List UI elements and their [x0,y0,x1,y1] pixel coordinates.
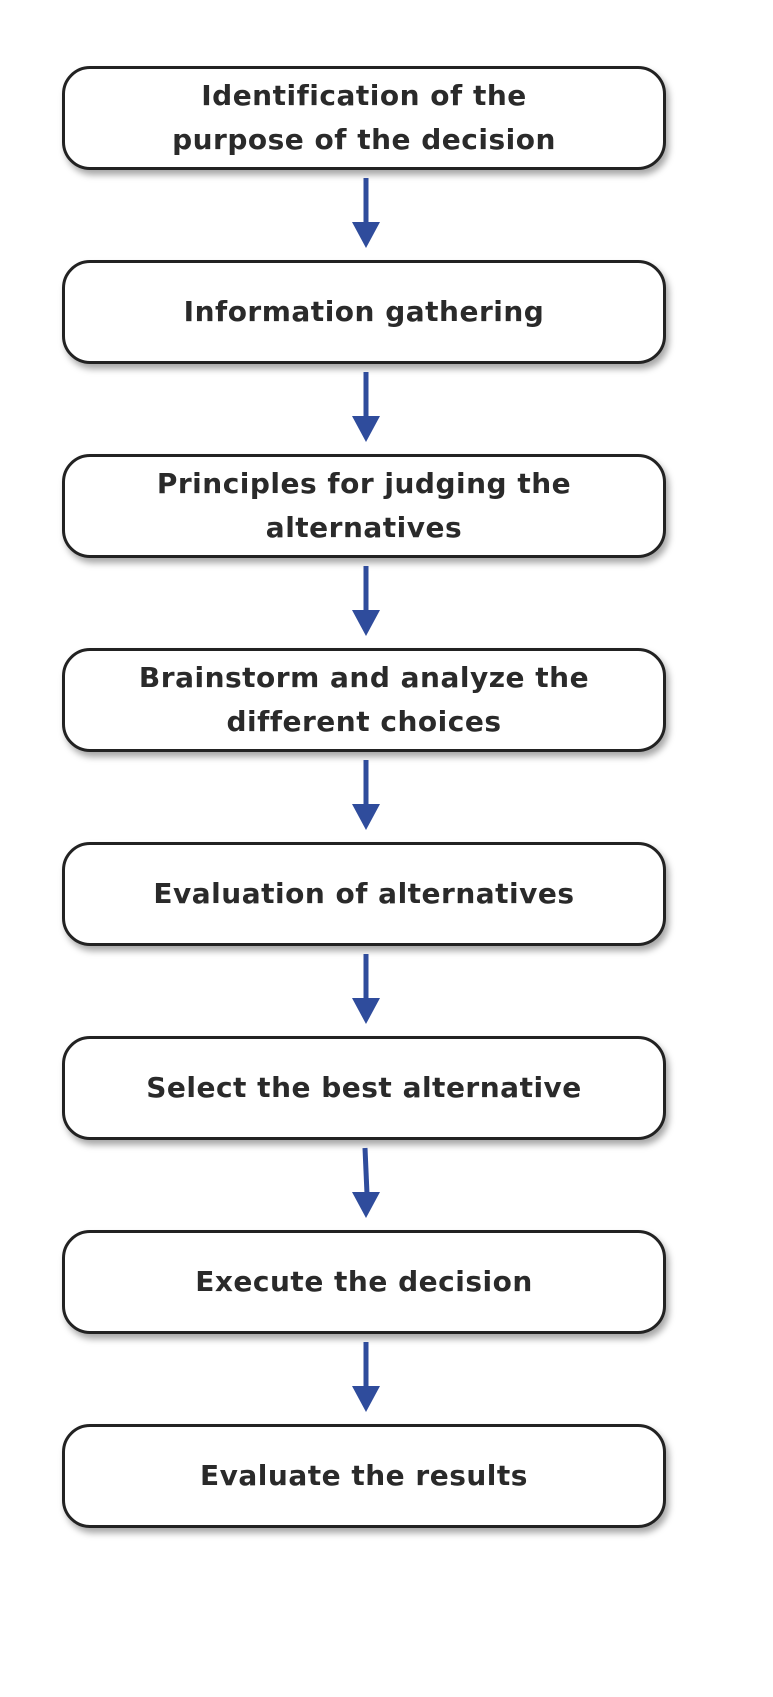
step-8-box: Evaluate the results [62,1424,666,1528]
down-arrow-icon [352,760,380,830]
down-arrow-icon [352,1342,380,1412]
step-3-label: Principles for judging the alternatives [156,467,572,544]
step-8-label: Evaluate the results [200,1459,528,1492]
step-2-label: Information gathering [183,295,545,328]
step-2-box: Information gathering [62,260,666,364]
step-7-box: Execute the decision [62,1230,666,1334]
step-5-box: Evaluation of alternatives [62,842,666,946]
step-1-box: Identification of the purpose of the dec… [62,66,666,170]
step-4-label: Brainstorm and analyze the different cho… [138,661,590,738]
down-arrow-icon [352,954,380,1024]
step-6-label: Select the best alternative [146,1071,582,1104]
step-7-label: Execute the decision [195,1265,533,1298]
step-6-box: Select the best alternative [62,1036,666,1140]
down-arrow-icon [352,372,380,442]
down-arrow-icon [352,178,380,248]
step-1-label: Identification of the purpose of the dec… [172,79,556,156]
step-4-box: Brainstorm and analyze the different cho… [62,648,666,752]
down-arrow-icon [352,1147,380,1218]
step-3-box: Principles for judging the alternatives [62,454,666,558]
step-5-label: Evaluation of alternatives [153,877,575,910]
down-arrow-icon [352,566,380,636]
